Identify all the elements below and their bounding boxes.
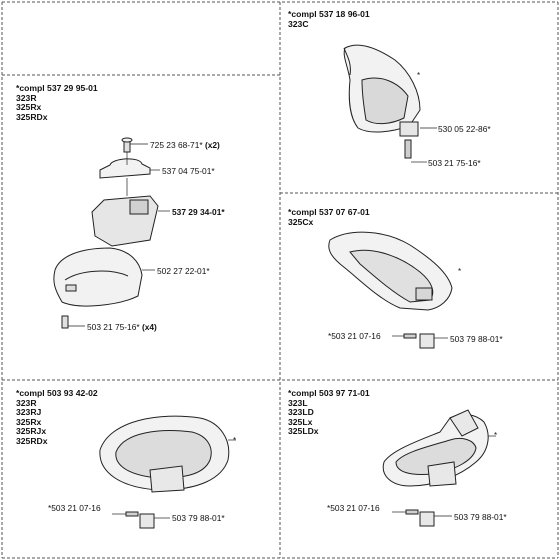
model-323l: 323L	[288, 397, 308, 408]
model-323c: 323C	[288, 18, 309, 29]
screw-part-label: 503 21 75-16* (x4)	[87, 322, 157, 332]
bracket-part-label: 530 05 22-86*	[438, 124, 491, 134]
plate-part-label: 503 79 88-01*	[172, 513, 225, 523]
bolt-part-number: 725 23 68-71*	[150, 140, 203, 150]
screw-part-label: *503 21 07-16	[327, 503, 380, 513]
plate-part-label: 503 79 88-01*	[454, 512, 507, 522]
screw-part-label: *503 21 07-16	[48, 503, 101, 513]
plate-part-label: 503 79 88-01*	[450, 334, 503, 344]
guard-label: *	[458, 267, 462, 276]
panel-header: *compl 537 07 67-01 325Cx	[288, 207, 370, 227]
compl-part-number: *compl 503 97 71-01	[288, 388, 370, 398]
compl-part-number: *compl 537 07 67-01	[288, 207, 370, 217]
guard-label: *	[494, 431, 498, 440]
model-325rjx: 325RJx	[16, 426, 47, 437]
panel-header: *compl 537 29 95-01 323R 325Rx 325RDx	[16, 83, 98, 122]
guard-label: *	[233, 436, 237, 445]
model-325rx: 325Rx	[16, 102, 42, 113]
holder-part-label: 537 29 34-01*	[172, 207, 225, 217]
compl-part-number: *compl 537 18 96-01	[288, 9, 370, 19]
model-325rdx: 325RDx	[16, 435, 48, 446]
screw-quantity: (x4)	[141, 322, 157, 332]
model-325lx: 325Lx	[288, 416, 313, 427]
guard-label: *	[417, 71, 421, 80]
compl-part-number: *compl 503 93 42-02	[16, 388, 98, 398]
screw-part-number: 503 21 75-16*	[87, 322, 140, 332]
panel-header: *compl 537 18 96-01 323C	[288, 9, 370, 29]
bolt-part-label: 725 23 68-71* (x2)	[150, 140, 220, 150]
model-325ldx: 325LDx	[288, 426, 319, 437]
model-325rdx: 325RDx	[16, 111, 48, 122]
panel-header: *compl 503 97 71-01 323L 323LD 325Lx 325…	[288, 388, 370, 437]
compl-part-number: *compl 537 29 95-01	[16, 83, 98, 93]
model-323r: 323R	[16, 397, 37, 408]
clamp-part-label: 537 04 75-01*	[162, 166, 215, 176]
model-323rj: 323RJ	[16, 407, 42, 418]
panel-header: *compl 503 93 42-02 323R 323RJ 325Rx 325…	[16, 388, 98, 447]
model-323r: 323R	[16, 92, 37, 103]
screw-part-label: *503 21 07-16	[328, 331, 381, 341]
bolt-quantity: (x2)	[204, 140, 220, 150]
screw-part-label: 503 21 75-16*	[428, 158, 481, 168]
model-325rx: 325Rx	[16, 416, 42, 427]
model-325cx: 325Cx	[288, 216, 314, 227]
model-323ld: 323LD	[288, 407, 314, 418]
guard-part-label: 502 27 22-01*	[157, 266, 210, 276]
